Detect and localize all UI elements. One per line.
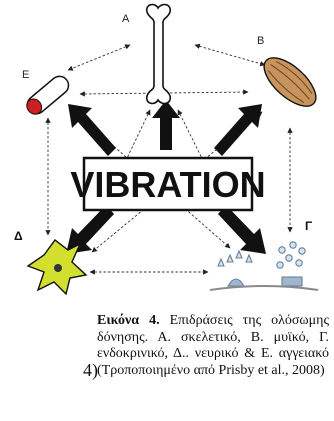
- blood-vessel-icon: [26, 75, 70, 115]
- endocrine-icon: [209, 241, 319, 291]
- bold-arrow-downright: [218, 205, 266, 254]
- label-g: Γ: [305, 219, 313, 233]
- muscle-icon: [263, 57, 317, 107]
- bone-icon: [145, 3, 172, 105]
- label-b: B: [257, 35, 264, 47]
- label-e: E: [22, 69, 29, 81]
- neuron-icon: [26, 239, 88, 296]
- bold-arrow-upright: [214, 104, 262, 156]
- vibration-effects-diagram: A B E VIBRATION Δ Γ: [14, 3, 319, 296]
- vibration-box: [82, 156, 254, 212]
- bold-arrow-upleft: [68, 104, 116, 156]
- vibration-label: VIBRATION: [70, 164, 265, 205]
- caption-title: Εικόνα 4.: [97, 313, 160, 328]
- bold-arrows: [66, 100, 266, 254]
- caption-text: Επιδράσεις της ολόσωμης δόνησης. Α. σκελ…: [97, 313, 330, 378]
- bold-arrow-up: [152, 100, 180, 150]
- margin-fragment: 4): [83, 360, 98, 380]
- bold-arrow-downleft: [66, 205, 114, 254]
- label-d: Δ: [14, 229, 23, 243]
- label-a: A: [122, 13, 130, 25]
- figure-caption: Εικόνα 4. Επιδράσεις της ολόσωμης δόνηση…: [97, 313, 329, 379]
